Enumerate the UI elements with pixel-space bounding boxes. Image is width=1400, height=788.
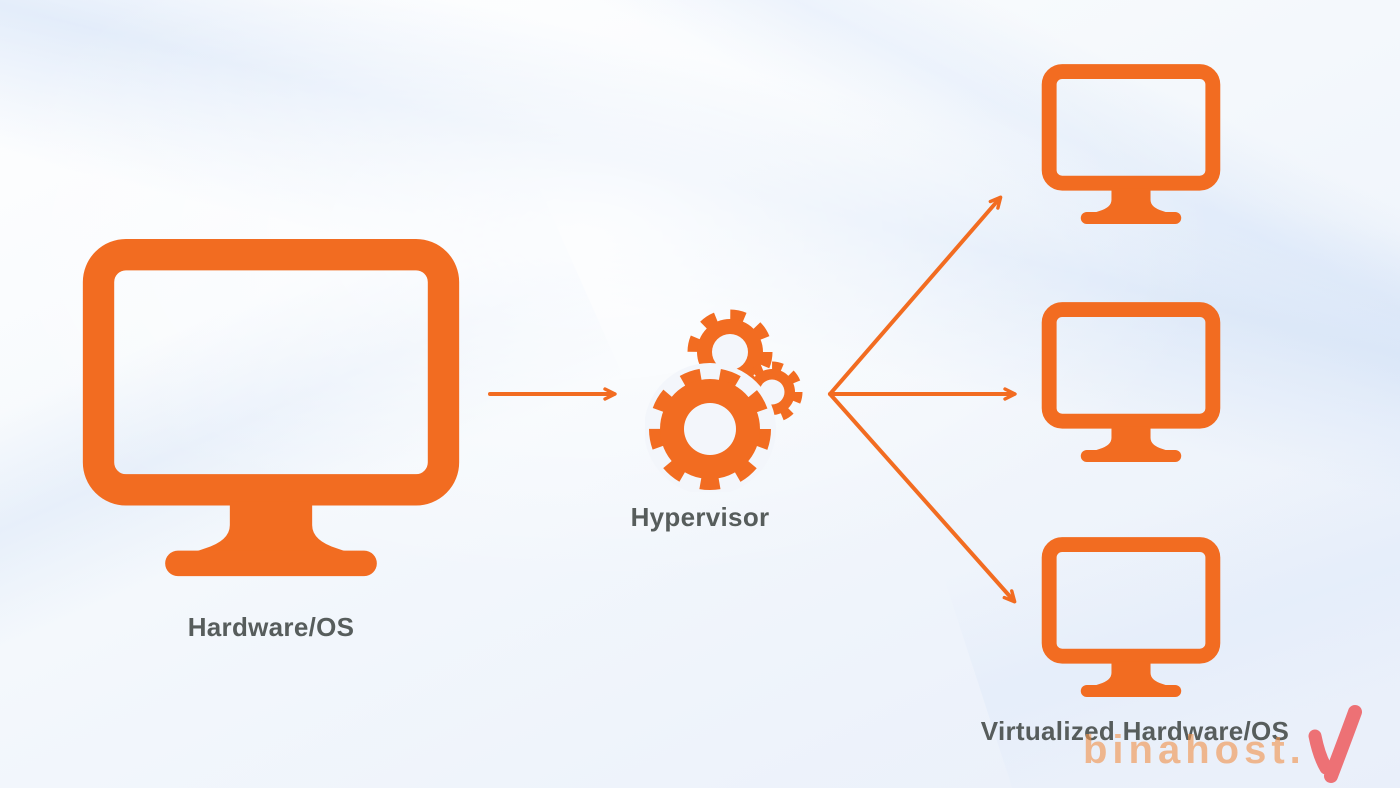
arrow-hypervisor-to-vm-1: [828, 195, 1003, 396]
hardware-label: Hardware/OS: [187, 612, 355, 642]
vm-monitor-icon: [1038, 62, 1224, 228]
checkmark-icon: [1302, 704, 1364, 788]
hypervisor-label: Hypervisor: [630, 502, 770, 532]
vm-monitor-icon: [1038, 535, 1224, 701]
gears-icon: [645, 302, 805, 492]
watermark-text: binahost.: [1083, 728, 1306, 772]
vm-monitor-icon: [1038, 300, 1224, 466]
gear-large: [649, 368, 771, 490]
virtualized-label: Virtualized Hardware/OS: [980, 716, 1290, 746]
arrow-hypervisor-to-vm-3: [828, 392, 1017, 604]
hardware-monitor-icon: [75, 235, 467, 584]
watermark: binahost.: [1083, 705, 1364, 788]
